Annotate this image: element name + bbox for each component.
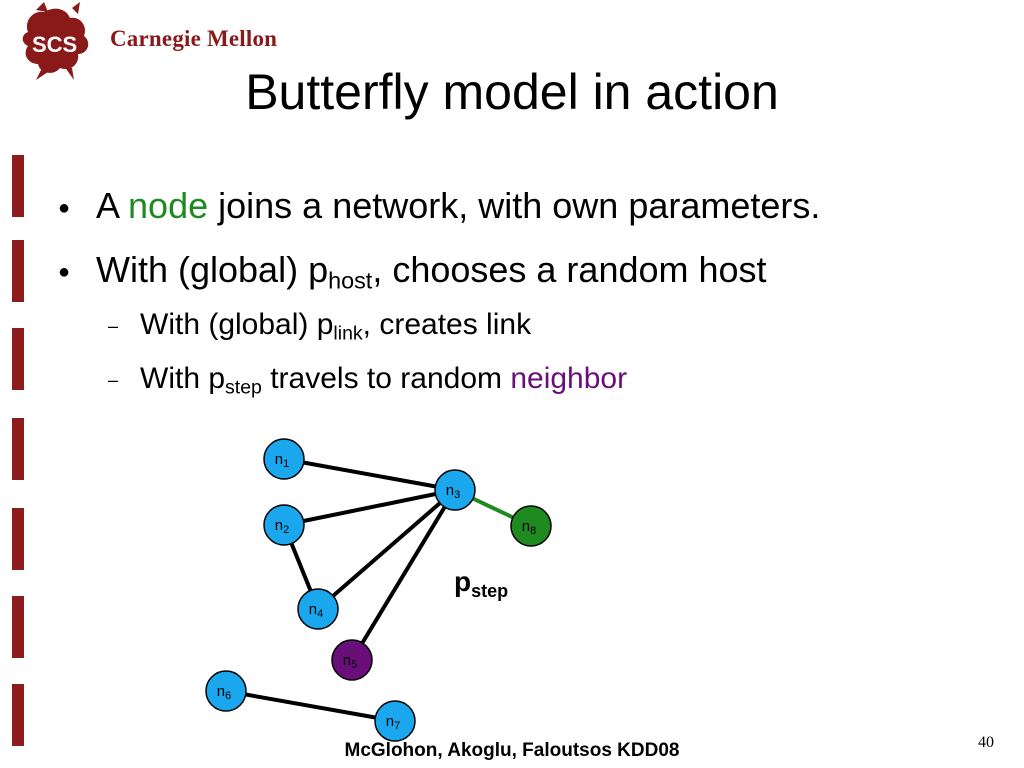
- bullet-text: , chooses a random host: [372, 249, 767, 290]
- subscript: step: [225, 376, 262, 399]
- node-n2: n2: [263, 504, 305, 546]
- dash-icon: –: [108, 316, 119, 337]
- slide-title: Butterfly model in action: [245, 64, 779, 120]
- node-label: n7: [386, 713, 400, 732]
- bullet-text: travels to random: [261, 362, 511, 395]
- logo-badge: SCS: [32, 32, 77, 57]
- footer-citation: McGlohon, Akoglu, Faloutsos KDD08: [344, 740, 680, 761]
- node-circle: [510, 505, 552, 547]
- side-accent-bar: [12, 596, 24, 658]
- node-circle: [297, 588, 339, 630]
- node-label: n1: [275, 451, 289, 470]
- node-label: n3: [446, 482, 460, 501]
- node-n1: n1: [263, 438, 305, 480]
- bullet-item: ● A node joins a network, with own parame…: [58, 184, 820, 230]
- subscript: link: [333, 322, 363, 345]
- node-n4: n4: [297, 588, 339, 630]
- node-n3: n3: [434, 469, 476, 511]
- node-n7: n7: [374, 700, 416, 742]
- node-n8: n8: [510, 505, 552, 547]
- pstep-sub: step: [471, 581, 509, 601]
- node-label: n5: [343, 652, 357, 671]
- bullet-text: A: [96, 185, 129, 226]
- side-accent-bar: [12, 508, 24, 570]
- dash-icon: –: [108, 370, 119, 391]
- side-accent-bar: [12, 240, 24, 302]
- bullet-dot-icon: ●: [58, 261, 71, 284]
- highlight-node: node: [128, 185, 209, 226]
- sub-bullet-item: –With (global) plink, creates link: [108, 306, 531, 345]
- subscript: host: [328, 267, 373, 294]
- logo-text: Carnegie Mellon: [110, 26, 278, 51]
- griffin-icon: SCS: [22, 2, 89, 80]
- node-circle: [263, 438, 305, 480]
- node-n6: n6: [205, 670, 247, 712]
- bullet-text: With (global) p: [140, 308, 334, 341]
- edge-n5-n3: [350, 488, 457, 662]
- node-n5: n5: [331, 639, 373, 681]
- node-label: n6: [217, 683, 231, 702]
- bullet-item: ● With (global) phost, chooses a random h…: [58, 248, 767, 294]
- node-circle: [205, 670, 247, 712]
- highlight-neighbor: neighbor: [510, 362, 628, 395]
- side-accent-bar: [12, 418, 24, 480]
- pstep-label: pstep: [454, 566, 509, 601]
- node-circle: [263, 504, 305, 546]
- side-accent-bar: [12, 328, 24, 390]
- node-label: n8: [522, 518, 536, 537]
- page-number: 40: [978, 734, 994, 751]
- node-circle: [331, 639, 373, 681]
- node-label: n2: [275, 517, 289, 536]
- edge-n1-n3: [283, 457, 456, 492]
- bullet-text: joins a network, with own parameters.: [208, 185, 821, 226]
- edge-n6-n7: [225, 689, 396, 723]
- node-circle: [374, 700, 416, 742]
- edge-n4-n3: [316, 488, 457, 611]
- node-label: n4: [309, 601, 323, 620]
- bullet-dot-icon: ●: [58, 197, 71, 220]
- cmu-logo: SCS Carnegie Mellon: [14, 2, 279, 82]
- bullet-text: , creates link: [362, 308, 532, 341]
- side-accent-bar: [12, 684, 24, 746]
- node-circle: [434, 469, 476, 511]
- edge-n2-n3: [283, 488, 456, 527]
- side-accent-bar: [12, 155, 24, 217]
- sub-bullet-item: –With pstep travels to random neighbor: [108, 360, 627, 399]
- bullet-text: With (global) p: [96, 249, 329, 290]
- bullet-text: With p: [140, 362, 226, 395]
- pstep-base: p: [454, 566, 472, 597]
